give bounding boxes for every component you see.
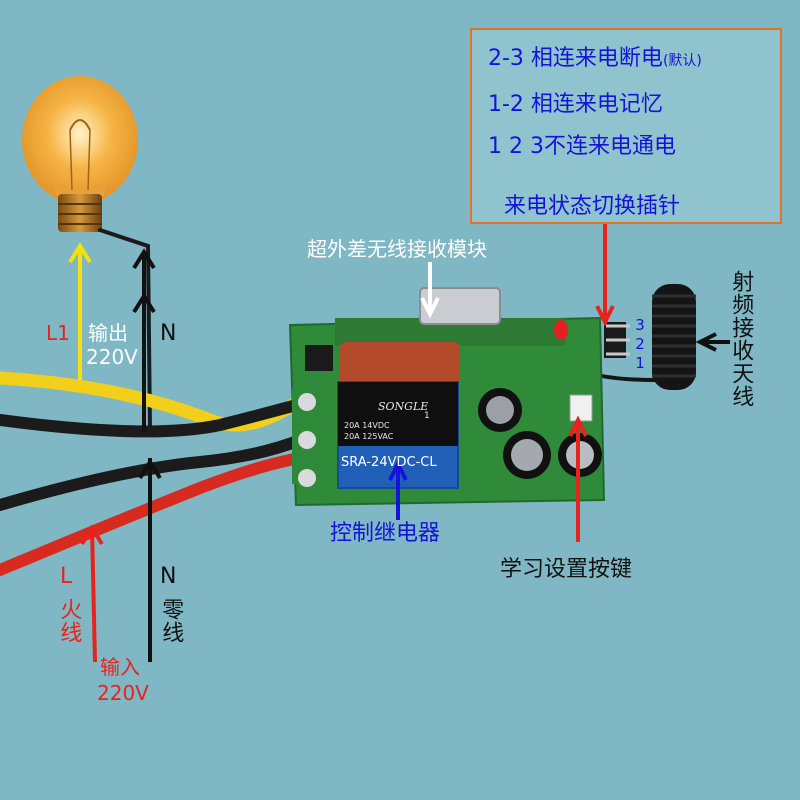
l-label: L xyxy=(60,564,73,589)
relay-marking: SONGLE 20A 14VDC 20A 125VAC 1 SRA-24VDC-… xyxy=(341,400,437,470)
pin-numbers: 321 xyxy=(631,316,649,373)
n-label-top: N xyxy=(160,321,177,346)
wires xyxy=(0,228,307,576)
input-label: 输入 xyxy=(100,655,140,679)
learn-button-label: 学习设置按键 xyxy=(500,557,633,582)
n-label-bottom: N xyxy=(160,564,177,589)
annotation-arrows xyxy=(68,224,730,663)
relay-pin: 1 xyxy=(424,411,430,421)
info-line-2: 1-2 相连来电记忆 xyxy=(488,92,663,117)
info-line-1-main: 2-3 相连来电断电 xyxy=(488,46,663,71)
relay-brand: SONGLE xyxy=(378,400,428,413)
output-label: 输出 xyxy=(88,321,128,345)
light-bulb xyxy=(22,76,138,232)
relay-model: SRA-24VDC-CL xyxy=(341,455,437,470)
relay-spec1: 20A 14VDC xyxy=(344,421,390,430)
info-line-1-default: (默认) xyxy=(662,53,702,69)
live-label: 火线 xyxy=(56,598,82,644)
module-label: 超外差无线接收模块 xyxy=(307,237,487,261)
neutral-label: 零线 xyxy=(158,598,184,644)
output-voltage: 220V xyxy=(86,345,138,369)
info-box: 2-3 相连来电断电(默认) 1-2 相连来电记忆 1 2 3不连来电通电 来电… xyxy=(470,28,782,224)
pcb-board xyxy=(288,287,630,507)
l1-label: L1 xyxy=(46,321,70,345)
info-line-3: 1 2 3不连来电通电 xyxy=(488,134,676,159)
relay-label: 控制继电器 xyxy=(330,521,441,546)
relay-spec2: 20A 125VAC xyxy=(344,432,394,441)
antenna-coil xyxy=(574,284,696,390)
info-line-4: 来电状态切换插针 xyxy=(504,194,681,219)
input-voltage: 220V xyxy=(97,681,149,705)
info-line-1: 2-3 相连来电断电(默认) xyxy=(488,40,702,72)
antenna-label: 射频接收天线 xyxy=(728,270,754,408)
